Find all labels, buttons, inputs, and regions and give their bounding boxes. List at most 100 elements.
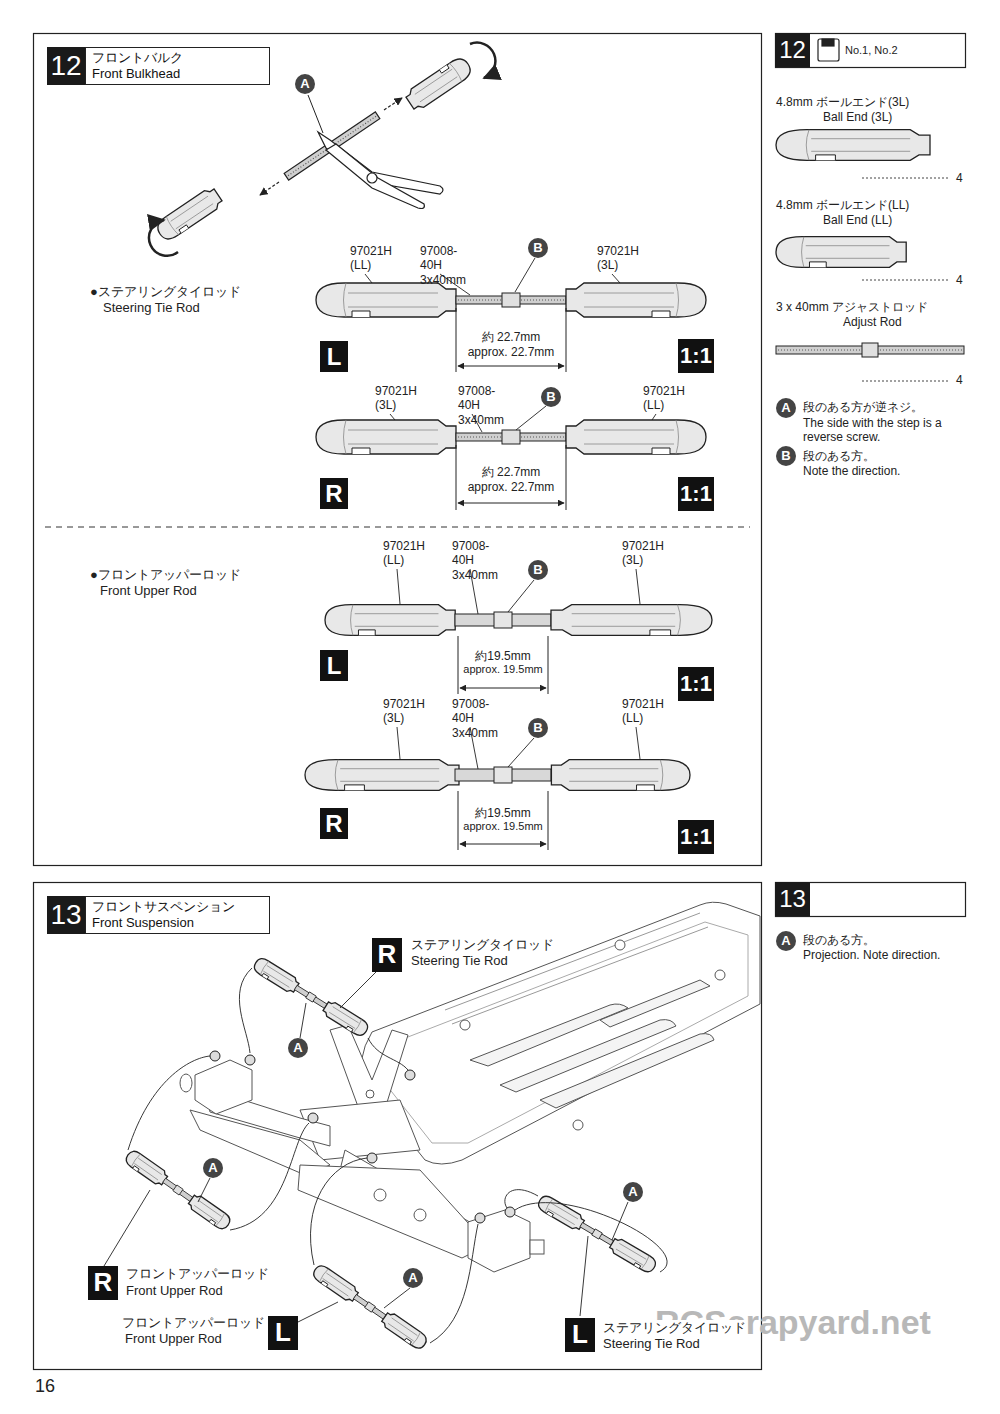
assembly-leader [230, 1123, 309, 1230]
side-badge: L [565, 1318, 595, 1352]
pliers-illustration [154, 186, 224, 243]
badge-text: B [781, 449, 790, 464]
badge-text: B [533, 721, 542, 736]
title-english: Front Suspension [92, 915, 194, 931]
assembly-leader [310, 1158, 367, 1265]
side-badge: L [320, 650, 348, 681]
chassis-illustration [530, 1240, 544, 1254]
chassis-illustration [475, 1213, 485, 1223]
dimension: 約19.5mm [475, 649, 530, 663]
dimension-line [456, 445, 457, 510]
callout-letter: B [528, 238, 548, 258]
parts-list [862, 381, 950, 382]
rods-step13 [536, 1193, 658, 1274]
part-number: 97008-40H 3x40mm [458, 384, 504, 427]
badge-text: A [208, 1161, 217, 1176]
part-name: 4.8mm ボールエンド(LL) [776, 198, 909, 212]
side-badge: R [320, 808, 348, 839]
chassis-illustration [715, 970, 725, 980]
side-badge: R [372, 938, 402, 972]
part-number: 97008-40H 3x40mm [420, 244, 466, 287]
badge-text: A [781, 934, 790, 949]
assembly-leader [580, 1236, 588, 1316]
leader-line [516, 406, 546, 430]
parts-list [862, 178, 950, 179]
step-number: 13 [775, 882, 810, 916]
rod-name: Front Upper Rod [126, 1283, 223, 1299]
side-badge: R [320, 478, 348, 509]
step-title-box: フロントバルクFront Bulkhead [85, 47, 270, 85]
assembly-leader [430, 1224, 478, 1343]
assembly-leader [128, 1056, 210, 1150]
dimension-line [458, 636, 459, 694]
leader-line [365, 258, 656, 769]
badge-text: 12 [779, 36, 806, 64]
assembly-leader [104, 1190, 150, 1266]
leader-line [515, 258, 535, 292]
quantity: 4 [956, 171, 963, 185]
badge-text: 12 [50, 50, 81, 82]
badge-text: L [572, 1320, 588, 1350]
dimension-line [566, 445, 567, 510]
side-badge: 1:1 [678, 820, 714, 854]
book-icon [818, 39, 839, 61]
chassis-illustration [445, 913, 708, 1024]
leader-line [397, 727, 400, 759]
book-icon [818, 39, 839, 61]
assembly-leader [198, 1178, 210, 1202]
book-icon [822, 39, 834, 46]
dimension-line [460, 688, 546, 689]
part-number: 97021H (LL) [622, 697, 664, 726]
panel-frame [776, 34, 966, 68]
chassis-illustration [361, 902, 760, 1164]
part-name: 4.8mm ボールエンド(3L) [776, 95, 909, 109]
callout-letter: A [623, 1182, 643, 1202]
quantity: 4 [956, 273, 963, 287]
chassis-illustration [195, 1060, 252, 1114]
assembly-leader [612, 1202, 628, 1240]
pliers-illustration [308, 95, 323, 133]
assembly-leader [300, 1003, 306, 1038]
part-number: 97021H (LL) [350, 244, 392, 273]
title-japanese: フロントサスペンション [92, 899, 235, 915]
step-number: 13 [47, 896, 85, 934]
section-heading: Front Upper Rod [100, 583, 197, 599]
chassis-illustration [384, 922, 748, 1143]
part-number: 97008-40H 3x40mm [452, 539, 498, 582]
dimension-line [548, 636, 549, 694]
badge-text: A [300, 77, 309, 92]
assembly-leader [368, 1038, 408, 1070]
title-english: Front Bulkhead [92, 66, 180, 82]
badge-text: B [546, 390, 555, 405]
badge-text: 1:1 [680, 671, 712, 696]
badge-text: R [325, 810, 342, 838]
assembly-leader [505, 1190, 538, 1208]
tie-rod-right [316, 420, 456, 454]
callout-letter: B [528, 718, 548, 738]
leader-line [636, 727, 640, 759]
assembly-leader [515, 1203, 667, 1272]
badge-text: L [327, 343, 342, 371]
upper-rod-right [551, 760, 690, 791]
chassis-illustration [573, 1120, 583, 1130]
rods-step13 [123, 956, 658, 1351]
tie-rod-left [316, 283, 706, 317]
tie-rod-right [566, 420, 706, 454]
chassis-illustration [245, 1055, 255, 1065]
chassis-illustration [180, 902, 760, 1272]
badge-text: L [327, 652, 342, 680]
upper-rod-left [325, 605, 712, 636]
dimension-line [456, 308, 457, 372]
chassis-illustration [366, 1090, 374, 1098]
pliers-illustration [470, 43, 495, 78]
parts-list [776, 237, 906, 268]
rod-name: Steering Tie Rod [411, 953, 508, 969]
note: Projection. Note direction. [803, 948, 940, 962]
part-number: 97021H (3L) [375, 384, 417, 413]
chassis-illustration [210, 1051, 515, 1223]
badge-text: R [325, 480, 342, 508]
pliers-illustration [367, 173, 377, 183]
rod-name: Front Upper Rod [125, 1331, 222, 1347]
part-name: Ball End (3L) [823, 110, 892, 124]
dimension: approx. 22.7mm [468, 480, 555, 494]
